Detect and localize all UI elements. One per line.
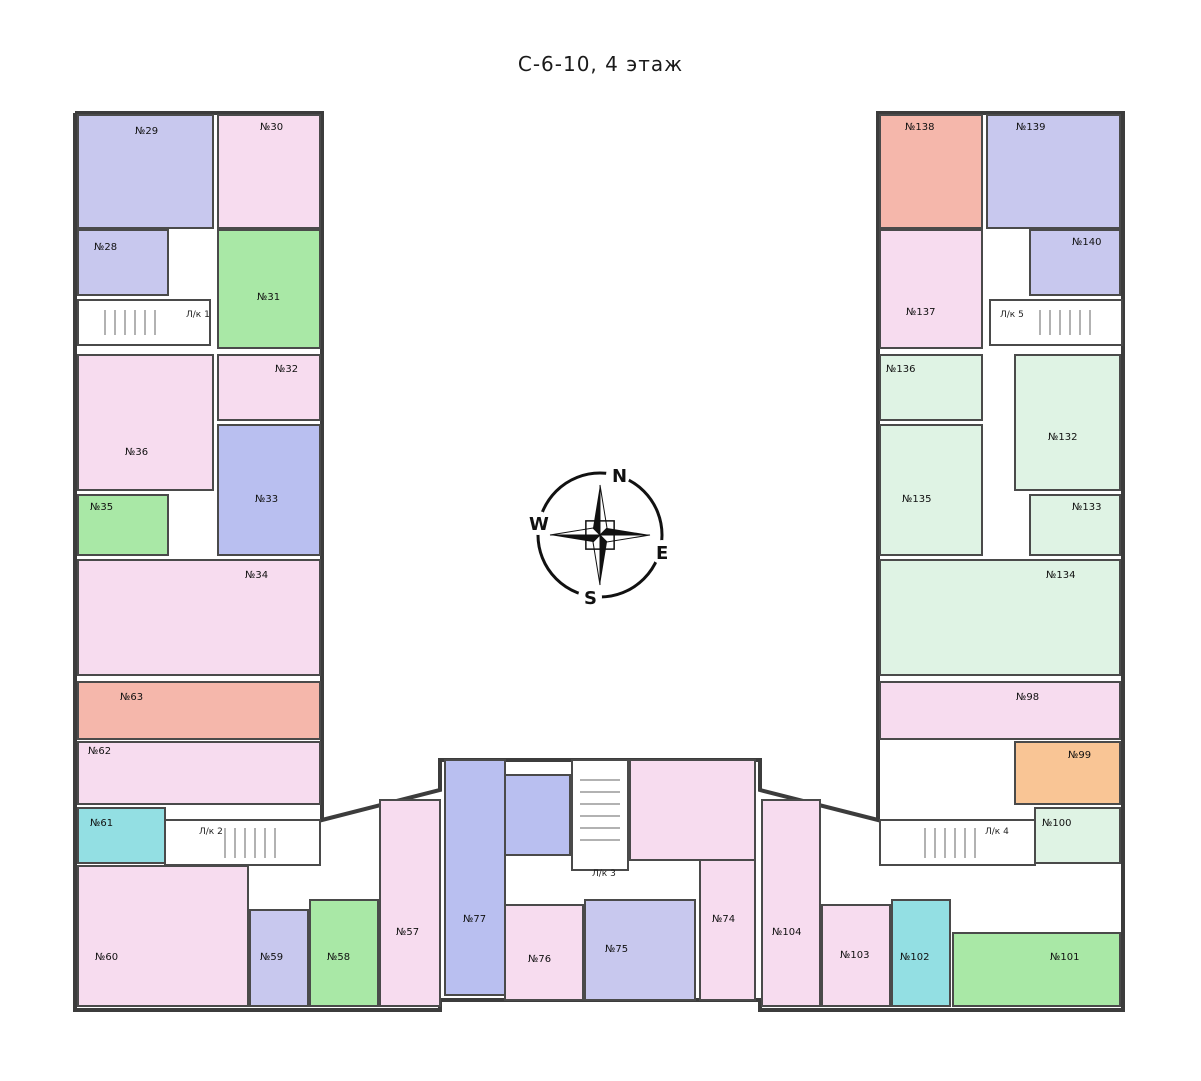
- corridor-lk5: Л/к 5: [989, 299, 1123, 346]
- apt-76[interactable]: №76: [504, 904, 584, 1001]
- apt-98[interactable]: №98: [879, 681, 1121, 740]
- compass-n: N: [612, 466, 627, 487]
- svg-text:№76: №76: [528, 954, 551, 965]
- apt-135[interactable]: №135: [879, 424, 983, 556]
- svg-text:№99: №99: [1068, 750, 1091, 761]
- apt-133[interactable]: №133: [1029, 494, 1121, 556]
- apt-36[interactable]: №36: [77, 354, 214, 491]
- svg-text:№63: №63: [120, 692, 143, 703]
- apt-104[interactable]: №104: [761, 799, 821, 1007]
- apt-62[interactable]: №62: [77, 741, 321, 805]
- svg-text:№57: №57: [396, 927, 419, 938]
- apt-132[interactable]: №132: [1014, 354, 1121, 491]
- svg-text:№77: №77: [463, 914, 486, 925]
- corridor-lk1-label: Л/к 1: [186, 310, 210, 320]
- corridor-lk5-label: Л/к 5: [1000, 310, 1024, 320]
- corridor-lk4-label: Л/к 4: [985, 827, 1009, 837]
- svg-text:№139: №139: [1016, 122, 1046, 133]
- svg-text:№28: №28: [94, 242, 117, 253]
- svg-text:№138: №138: [905, 122, 935, 133]
- apt-102[interactable]: №102: [891, 899, 951, 1007]
- corridor-lk3: Л/к 3: [571, 759, 629, 879]
- compass-e: E: [656, 543, 668, 564]
- apt-59[interactable]: №59: [249, 909, 309, 1007]
- apt-139[interactable]: №139: [986, 114, 1121, 229]
- svg-text:№75: №75: [605, 944, 628, 955]
- apt-140[interactable]: №140: [1029, 229, 1121, 296]
- svg-text:№36: №36: [125, 447, 148, 458]
- svg-text:№32: №32: [275, 364, 298, 375]
- apt-58[interactable]: №58: [309, 899, 379, 1007]
- svg-text:№103: №103: [840, 950, 870, 961]
- apt-31[interactable]: №31: [217, 229, 321, 349]
- corridor-lk3-label: Л/к 3: [592, 869, 616, 879]
- apt-101[interactable]: №101: [952, 932, 1121, 1007]
- compass-s: S: [584, 588, 597, 609]
- svg-text:№33: №33: [255, 494, 278, 505]
- apt-77[interactable]: №77: [444, 759, 506, 996]
- svg-text:№60: №60: [95, 952, 118, 963]
- apt-34[interactable]: №34: [77, 559, 321, 676]
- svg-text:№136: №136: [886, 364, 916, 375]
- apt-28[interactable]: №28: [77, 229, 169, 296]
- apt-75[interactable]: №75: [584, 899, 696, 1001]
- apartments: №29 №30 №28 №31 №32 №36 №33 №35 №34 №63 …: [77, 114, 1121, 1007]
- corridor-lk2: Л/к 2: [164, 819, 321, 866]
- compass: N E S W: [526, 463, 674, 609]
- svg-text:№34: №34: [245, 570, 268, 581]
- apt-30[interactable]: №30: [217, 114, 321, 229]
- svg-text:№100: №100: [1042, 818, 1072, 829]
- svg-text:№140: №140: [1072, 237, 1102, 248]
- apt-33[interactable]: №33: [217, 424, 321, 556]
- apt-63[interactable]: №63: [77, 681, 321, 740]
- apt-136[interactable]: №136: [879, 354, 983, 421]
- svg-text:№132: №132: [1048, 432, 1078, 443]
- compass-w: W: [529, 514, 549, 535]
- corridor-lk1: Л/к 1: [77, 299, 211, 346]
- svg-text:№135: №135: [902, 494, 932, 505]
- svg-text:№104: №104: [772, 927, 802, 938]
- svg-text:№101: №101: [1050, 952, 1080, 963]
- apt-74[interactable]: №74: [629, 759, 756, 1001]
- apt-137[interactable]: №137: [879, 229, 983, 349]
- apt-134[interactable]: №134: [879, 559, 1121, 676]
- svg-text:№31: №31: [257, 292, 280, 303]
- svg-text:№133: №133: [1072, 502, 1102, 513]
- apt-29[interactable]: №29: [77, 114, 214, 229]
- svg-text:№29: №29: [135, 126, 158, 137]
- apt-100[interactable]: №100: [1034, 807, 1121, 864]
- apt-103[interactable]: №103: [821, 904, 891, 1007]
- svg-text:№61: №61: [90, 818, 113, 829]
- svg-text:№58: №58: [327, 952, 350, 963]
- apt-77-kitchen: [504, 774, 571, 856]
- apt-57[interactable]: №57: [379, 799, 441, 1007]
- svg-text:№35: №35: [90, 502, 113, 513]
- svg-text:№59: №59: [260, 952, 283, 963]
- plan-title: С-6-10, 4 этаж: [517, 52, 684, 76]
- svg-text:№137: №137: [906, 307, 936, 318]
- apt-138[interactable]: №138: [879, 114, 983, 229]
- svg-text:№98: №98: [1016, 692, 1039, 703]
- svg-text:№30: №30: [260, 122, 283, 133]
- svg-text:№74: №74: [712, 914, 735, 925]
- svg-text:№102: №102: [900, 952, 930, 963]
- apt-32[interactable]: №32: [217, 354, 321, 421]
- corridor-lk4: Л/к 4: [879, 819, 1036, 866]
- svg-text:№62: №62: [88, 746, 111, 757]
- corridor-lk2-label: Л/к 2: [199, 827, 223, 837]
- apt-60[interactable]: №60: [77, 865, 249, 1007]
- apt-99[interactable]: №99: [1014, 741, 1121, 805]
- apt-61[interactable]: №61: [77, 807, 166, 864]
- svg-text:№134: №134: [1046, 570, 1076, 581]
- apt-35[interactable]: №35: [77, 494, 169, 556]
